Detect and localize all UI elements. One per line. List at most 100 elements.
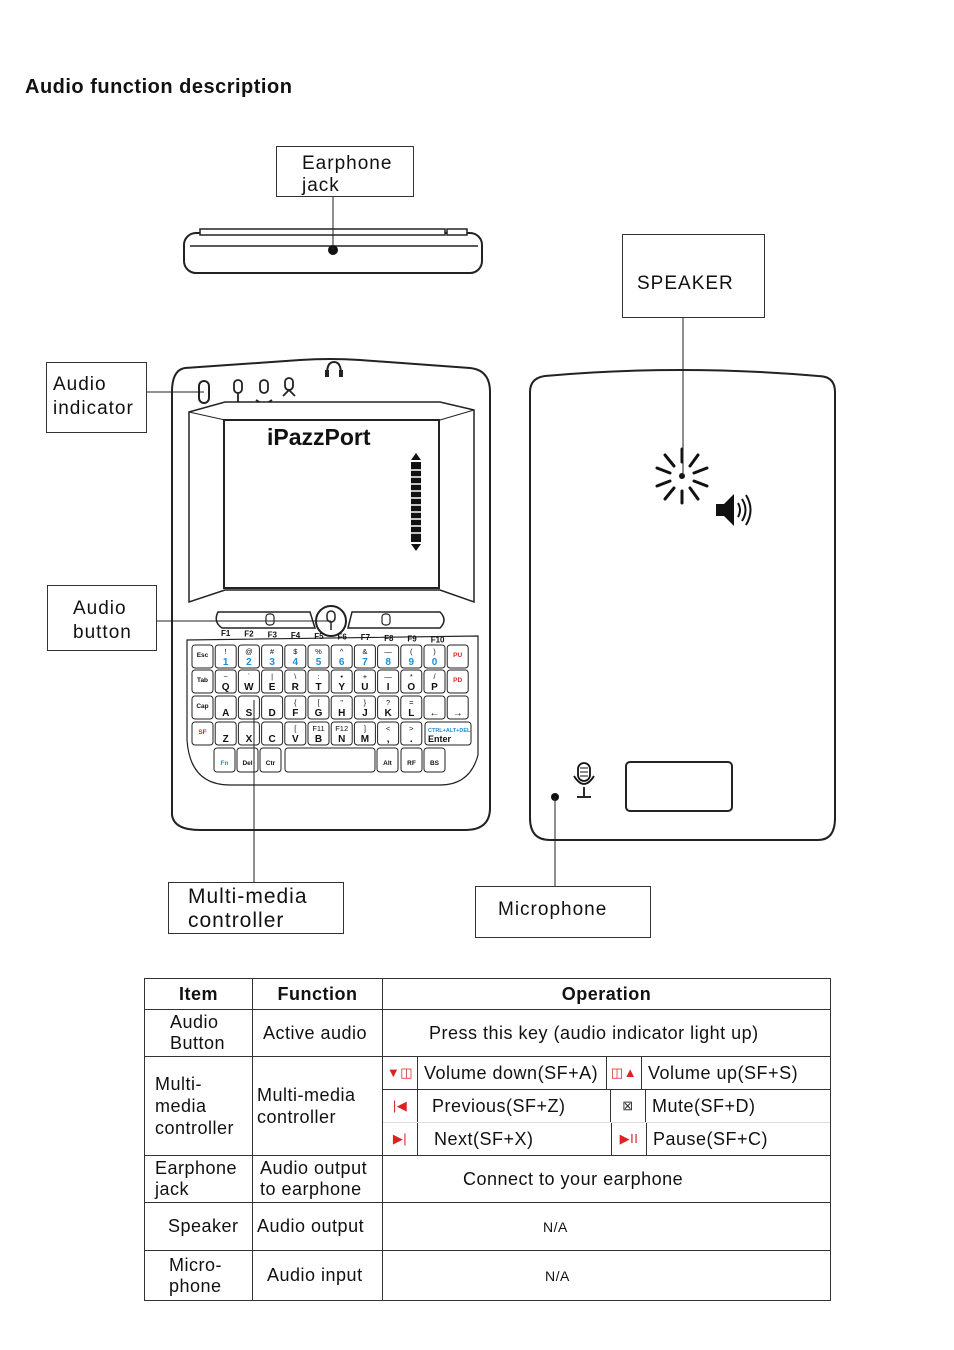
key-label: Q <box>222 682 230 693</box>
volume-down-label: Volume down(SF+A) <box>418 1057 607 1089</box>
keyboard-key[interactable] <box>237 669 260 694</box>
keyboard-key[interactable] <box>423 695 446 720</box>
keyboard-key[interactable] <box>261 721 284 746</box>
fkey-label: F2 <box>244 630 254 639</box>
key-secondary-label: * <box>410 672 413 681</box>
keyboard-key[interactable] <box>423 644 446 669</box>
keyboard-key[interactable] <box>400 695 423 720</box>
keyboard-key[interactable] <box>307 644 330 669</box>
keyboard-key[interactable] <box>446 695 469 720</box>
mute-label: Mute(SF+D) <box>652 1096 756 1116</box>
keyboard-key[interactable] <box>191 695 214 720</box>
keyboard-key[interactable] <box>214 669 237 694</box>
key-label: R <box>292 682 300 693</box>
key-secondary-label: & <box>362 647 367 656</box>
keyboard-key[interactable] <box>446 669 469 694</box>
keyboard-key[interactable] <box>376 747 399 773</box>
key-label: M <box>361 734 369 745</box>
key-label: 3 <box>269 657 275 668</box>
key-label: RF <box>407 760 416 767</box>
keyboard-key[interactable] <box>307 721 330 746</box>
key-secondary-label: + <box>363 672 368 681</box>
keyboard-key[interactable] <box>400 721 423 746</box>
keyboard-key[interactable] <box>284 669 307 694</box>
key-label: 7 <box>362 657 368 668</box>
keyboard-key[interactable] <box>259 747 282 773</box>
fkey-label: F8 <box>384 634 394 643</box>
keyboard-key[interactable] <box>353 721 376 746</box>
keyboard-key[interactable] <box>400 669 423 694</box>
key-secondary-label: ^ <box>340 647 344 656</box>
header-item: Item <box>144 978 253 1010</box>
next-label: Next(SF+X) <box>418 1123 612 1155</box>
keyboard-key[interactable] <box>307 695 330 720</box>
keyboard-key[interactable] <box>307 669 330 694</box>
keyboard-key[interactable] <box>330 721 353 746</box>
operation-cell: Press this key (audio indicator light up… <box>382 1009 831 1057</box>
key-secondary-label: @ <box>245 647 253 656</box>
keyboard-key[interactable] <box>423 669 446 694</box>
key-label: X <box>246 734 253 745</box>
keyboard-key[interactable] <box>261 644 284 669</box>
key-label: C <box>268 734 275 745</box>
header-function: Function <box>252 978 383 1010</box>
space-key[interactable] <box>284 747 376 773</box>
keyboard-key[interactable] <box>400 747 423 773</box>
enter-key[interactable] <box>424 721 472 746</box>
keyboard-key[interactable] <box>353 644 376 669</box>
right-mouse-button <box>347 611 445 629</box>
keyboard-key[interactable] <box>214 721 237 746</box>
keyboard-key[interactable] <box>377 695 400 720</box>
key-label: E <box>269 682 276 693</box>
page-heading: Audio function description <box>25 76 293 98</box>
headphone-icon <box>326 360 342 375</box>
keyboard-key[interactable] <box>400 644 423 669</box>
key-secondary-label: = <box>409 698 414 707</box>
keyboard-key[interactable] <box>191 644 214 669</box>
device-top-view <box>183 228 483 274</box>
speaker-volume-icon <box>716 494 752 526</box>
keyboard-key[interactable] <box>191 721 214 746</box>
key-label: → <box>453 708 463 719</box>
keyboard-key[interactable] <box>446 644 469 669</box>
key-label: Del <box>242 760 252 767</box>
keyboard-key[interactable] <box>330 669 353 694</box>
header-operation: Operation <box>382 978 831 1010</box>
keyboard-key[interactable] <box>261 669 284 694</box>
keyboard-key[interactable] <box>377 721 400 746</box>
keyboard-key[interactable] <box>377 669 400 694</box>
key-secondary-label: $ <box>293 647 298 656</box>
keyboard-key[interactable] <box>236 747 259 773</box>
keyboard-key[interactable] <box>214 644 237 669</box>
keyboard-key[interactable] <box>191 669 214 694</box>
key-secondary-label: — <box>384 672 392 681</box>
key-secondary-label: [ <box>317 698 320 707</box>
key-label: B <box>315 734 322 745</box>
battery-cover <box>625 761 733 812</box>
keyboard-key[interactable] <box>237 644 260 669</box>
key-label: 6 <box>339 657 345 668</box>
keyboard-key[interactable] <box>377 644 400 669</box>
keyboard-key[interactable] <box>353 669 376 694</box>
keyboard-key[interactable] <box>261 695 284 720</box>
keyboard-key[interactable] <box>284 644 307 669</box>
key-secondary-label: [ <box>294 724 297 733</box>
keyboard-key[interactable] <box>214 695 237 720</box>
key-label: 5 <box>316 657 322 668</box>
previous-label: Previous(SF+Z) <box>418 1090 611 1122</box>
keyboard-key[interactable] <box>284 695 307 720</box>
operation-cell: Connect to your earphone <box>382 1155 831 1203</box>
keyboard-key[interactable] <box>353 695 376 720</box>
keyboard-key[interactable] <box>330 695 353 720</box>
key-secondary-label: ( <box>410 647 413 656</box>
ctrl-alt-del-label: CTRL+ALT+DEL <box>428 728 471 734</box>
key-label: Tab <box>197 677 208 684</box>
keyboard-key[interactable] <box>213 747 236 773</box>
key-label: Esc <box>197 652 209 659</box>
fkey-label: F9 <box>407 635 417 644</box>
keyboard-key[interactable] <box>330 644 353 669</box>
keyboard-key[interactable] <box>423 747 446 773</box>
keyboard-key[interactable] <box>284 721 307 746</box>
